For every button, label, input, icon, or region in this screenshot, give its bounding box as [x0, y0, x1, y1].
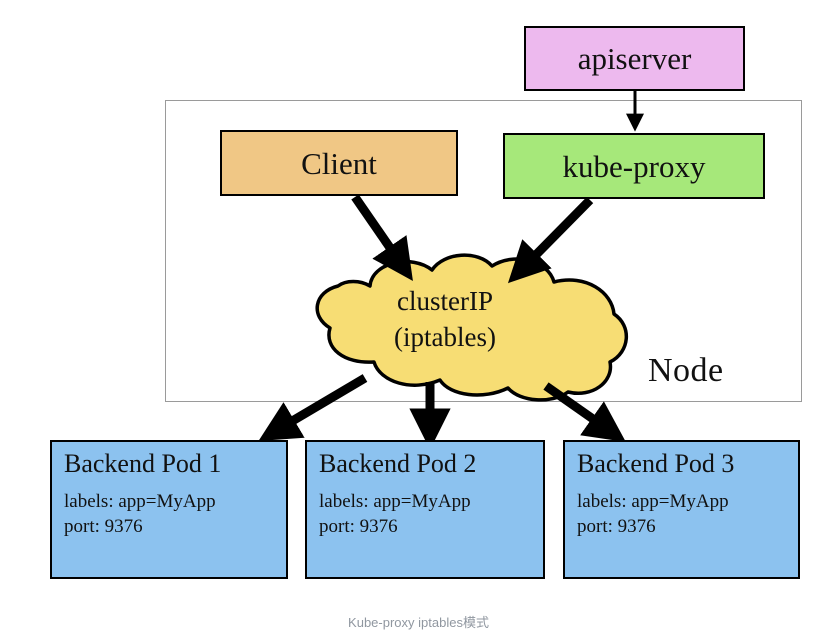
client-label: Client: [301, 145, 377, 181]
backend-pod-2[interactable]: Backend Pod 2 labels: app=MyApp port: 93…: [305, 440, 545, 579]
apiserver-label: apiserver: [577, 41, 692, 76]
backend-pod-2-labels: labels: app=MyApp: [319, 490, 471, 512]
backend-pod-3-title: Backend Pod 3: [577, 449, 735, 478]
clusterip-cloud-shape: [315, 253, 629, 402]
backend-pod-3-labels: labels: app=MyApp: [577, 490, 729, 512]
edge-client-to-clusterip: [351, 194, 413, 281]
diagram-caption: Kube-proxy iptables模式: [348, 615, 489, 630]
edge-kubeproxy-to-clusterip: [507, 196, 594, 284]
backend-pod-1[interactable]: Backend Pod 1 labels: app=MyApp port: 93…: [50, 440, 288, 579]
node-container-label: Node: [648, 352, 724, 389]
kube-proxy-node[interactable]: kube-proxy: [503, 133, 765, 199]
edge-clusterip-to-pod-3: [543, 382, 626, 443]
backend-pod-3-port: port: 9376: [577, 516, 656, 538]
backend-pod-3[interactable]: Backend Pod 3 labels: app=MyApp port: 93…: [563, 440, 800, 579]
backend-pod-1-port: port: 9376: [64, 516, 143, 538]
kube-proxy-label: kube-proxy: [562, 148, 706, 184]
backend-pod-1-labels: labels: app=MyApp: [64, 490, 216, 512]
backend-pod-2-port: port: 9376: [319, 516, 398, 538]
backend-pod-1-title: Backend Pod 1: [64, 449, 222, 478]
client-node[interactable]: Client: [220, 130, 458, 196]
node-container-box: [165, 100, 802, 402]
edge-clusterip-to-pod-1: [258, 374, 368, 442]
apiserver-node[interactable]: apiserver: [524, 26, 745, 91]
backend-pod-2-title: Backend Pod 2: [319, 449, 477, 478]
